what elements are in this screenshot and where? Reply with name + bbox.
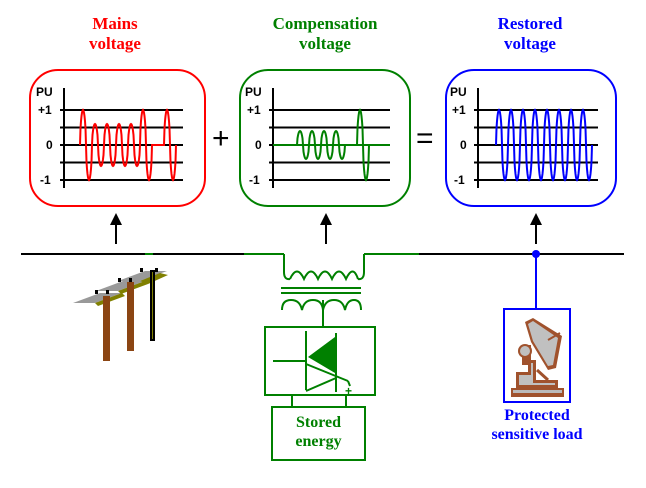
tick-label-plus1: +1 [452,103,466,117]
mains-title-line1: Mains [92,14,138,33]
tick-label-zero: 0 [255,138,262,152]
protected-load-line2: sensitive load [491,426,583,443]
series-transformer-icon [281,254,365,327]
mains-panel-frame [29,69,206,207]
compensation-measurement-arrow [320,213,332,244]
stored-energy-box [271,406,366,461]
compensation-title-line2: voltage [299,34,351,53]
converter-polarity-plus: + [345,384,352,398]
compensation-voltage-title: Compensation voltage [245,14,405,54]
restored-voltage-title: Restored voltage [455,14,605,54]
stored-energy-line2: energy [295,433,342,450]
mains-voltage-title: Mains voltage [40,14,190,54]
tick-label-minus1: -1 [454,173,465,187]
tick-label-plus1: +1 [38,103,52,117]
compensation-voltage-chart: PU +1 0 -1 [245,85,390,188]
compensation-title-line1: Compensation [272,14,378,33]
voltage-waveform [285,108,381,182]
compensation-panel-frame [239,69,411,207]
y-axis-unit-label: PU [450,85,467,99]
restored-voltage-chart: PU +1 0 -1 [450,85,598,188]
protected-load-label: Protected sensitive load [470,406,604,444]
tick-label-minus1: -1 [249,173,260,187]
plus-operator: + [212,122,230,155]
mains-measurement-arrow [110,213,122,244]
y-axis-unit-label: PU [36,85,53,99]
load-connection-node [532,250,540,258]
mains-title-line2: voltage [89,34,141,53]
tick-label-plus1: +1 [247,103,261,117]
protected-load-line1: Protected [504,407,570,424]
satellite-dish-icon [511,318,564,397]
restored-title-line1: Restored [497,14,563,33]
tick-label-zero: 0 [46,138,53,152]
voltage-waveform [79,108,177,182]
stored-energy-label: Stored energy [272,413,365,451]
restored-panel-frame [445,69,617,207]
tick-label-zero: 0 [460,138,467,152]
restored-measurement-arrow [530,213,542,244]
mains-voltage-chart: PU +1 0 -1 [36,85,183,188]
restored-title-line2: voltage [504,34,556,53]
inverter-converter-icon: + [264,326,376,398]
y-axis-unit-label: PU [245,85,262,99]
stored-energy-line1: Stored [295,414,342,431]
voltage-waveform [495,108,593,182]
tick-label-minus1: -1 [40,173,51,187]
equals-operator: = [416,122,434,155]
power-line-poles-icon [73,268,168,361]
